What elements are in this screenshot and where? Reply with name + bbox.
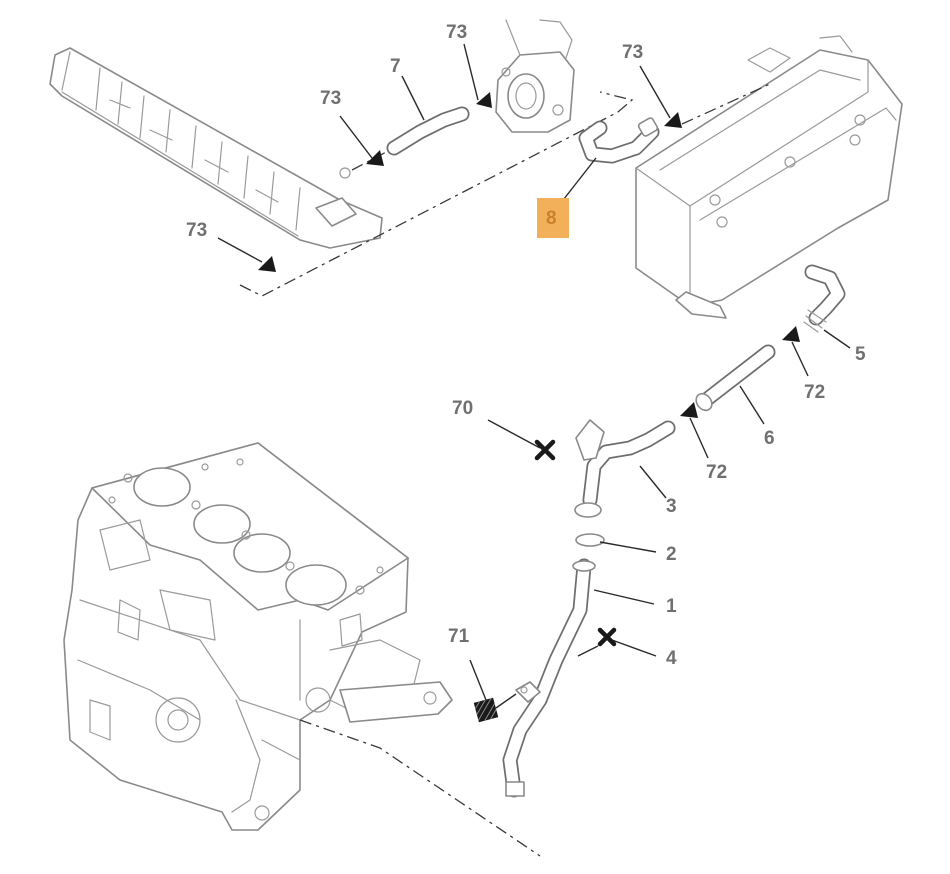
rocker-cover [49,47,383,249]
callout-72-upper: 72 [804,382,825,403]
callout-70: 70 [452,398,473,419]
arrow-triangle-icon [366,150,384,166]
callout-2: 2 [666,544,677,565]
callout-71: 71 [448,626,470,647]
callout-7: 7 [390,56,401,77]
part-1-pipe [502,558,596,798]
callout-4: 4 [666,648,677,669]
assembly-lines [239,83,771,857]
part-8-hose [578,117,660,164]
triangle-symbols [258,92,800,418]
part-7-hose [386,106,470,156]
callout-73-top: 73 [446,22,467,43]
arrow-triangle-icon [664,112,682,128]
cross-icon [597,627,617,647]
hatched-square-icon [473,697,499,723]
callout-1: 1 [666,596,677,617]
callout-72-lower: 72 [706,462,727,483]
part-2-o-ring [575,533,605,547]
callout-73-airbox: 73 [622,42,643,63]
callout-8-highlight [537,198,569,238]
cross-icon [534,439,556,461]
part-3-pipe [574,419,676,518]
callout-8: 8 [546,208,557,229]
arrow-triangle-icon [258,256,276,272]
throttle-body [495,19,575,133]
leader-lines [217,43,851,709]
arrow-triangle-icon [782,326,800,342]
callout-labels: 73 7 73 73 73 8 5 72 70 6 72 3 2 1 71 4 [186,22,866,669]
arrow-triangle-icon [476,92,492,108]
callout-5: 5 [855,344,866,365]
callout-3: 3 [666,496,677,517]
callout-6: 6 [764,428,775,449]
part-5-hose [803,264,846,333]
cross-symbols [534,439,617,647]
arrow-triangle-icon [680,402,698,418]
part-6-hose [695,344,776,412]
callout-73-cover-left: 73 [320,88,341,109]
engine-block [63,442,453,831]
callout-73-bottom-left: 73 [186,220,207,241]
air-box [635,35,903,319]
